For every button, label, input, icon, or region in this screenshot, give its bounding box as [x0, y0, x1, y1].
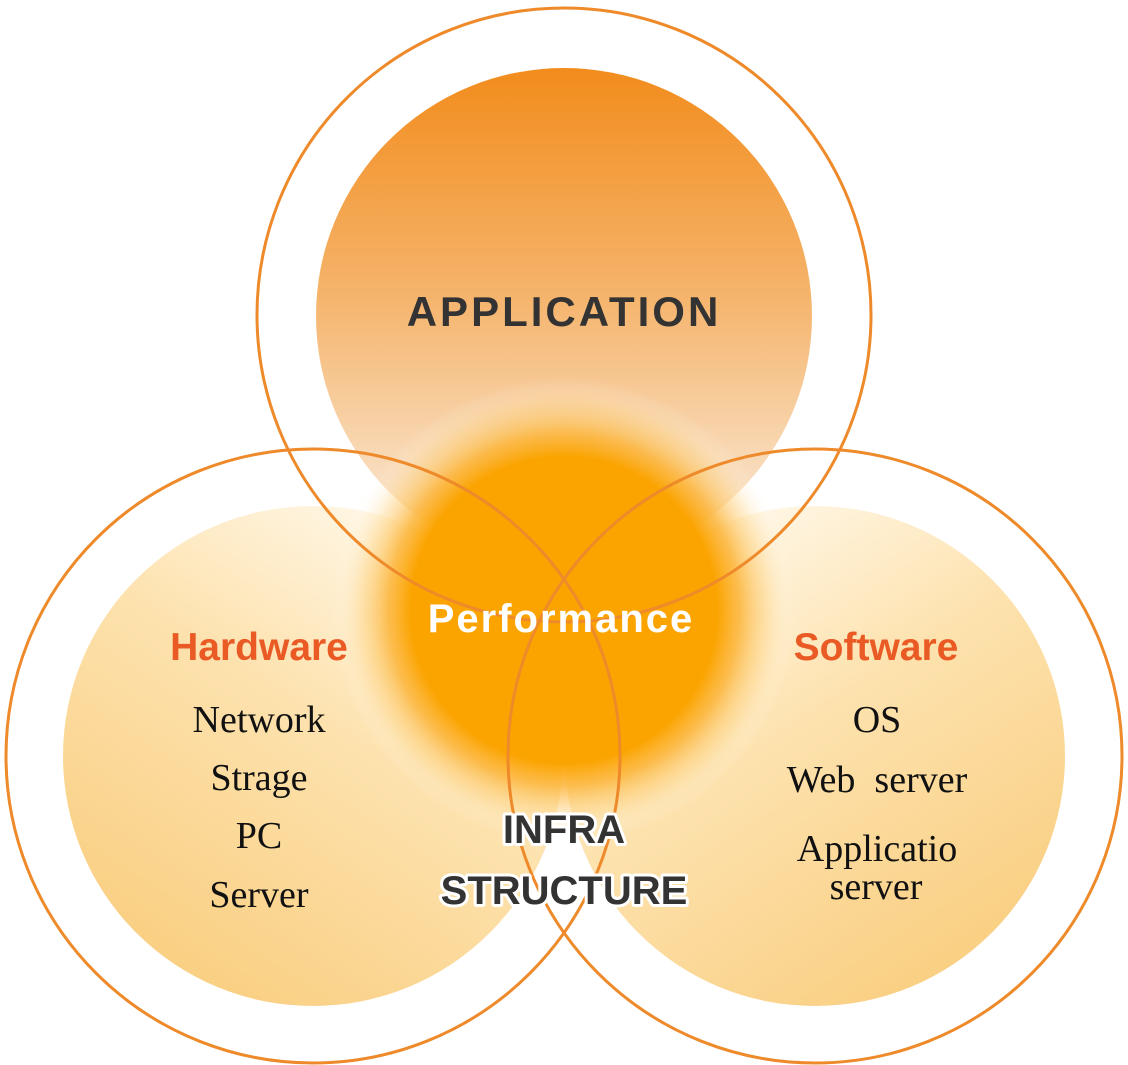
software-title: Software — [794, 626, 959, 669]
application-label: APPLICATION — [407, 288, 722, 335]
structure-label: STRUCTURE — [441, 869, 688, 913]
right-circle-ring — [506, 447, 1124, 1065]
top-circle-ring — [255, 6, 873, 624]
hardware-title: Hardware — [170, 626, 348, 669]
infra-label: INFRA — [503, 808, 625, 852]
hardware-item-server: Server — [209, 874, 309, 916]
software-item-os: OS — [853, 699, 902, 741]
hardware-item-strage: Strage — [210, 757, 307, 799]
center-glow — [332, 378, 796, 842]
hardware-item-pc: PC — [236, 815, 282, 857]
performance-label: Performance — [428, 597, 695, 641]
hardware-item-network: Network — [193, 699, 326, 741]
software-item-server: server — [830, 866, 923, 908]
software-item-application: Applicatio — [797, 828, 957, 870]
left-circle-ring — [4, 447, 622, 1065]
software-item-web-server: Web server — [787, 759, 968, 801]
